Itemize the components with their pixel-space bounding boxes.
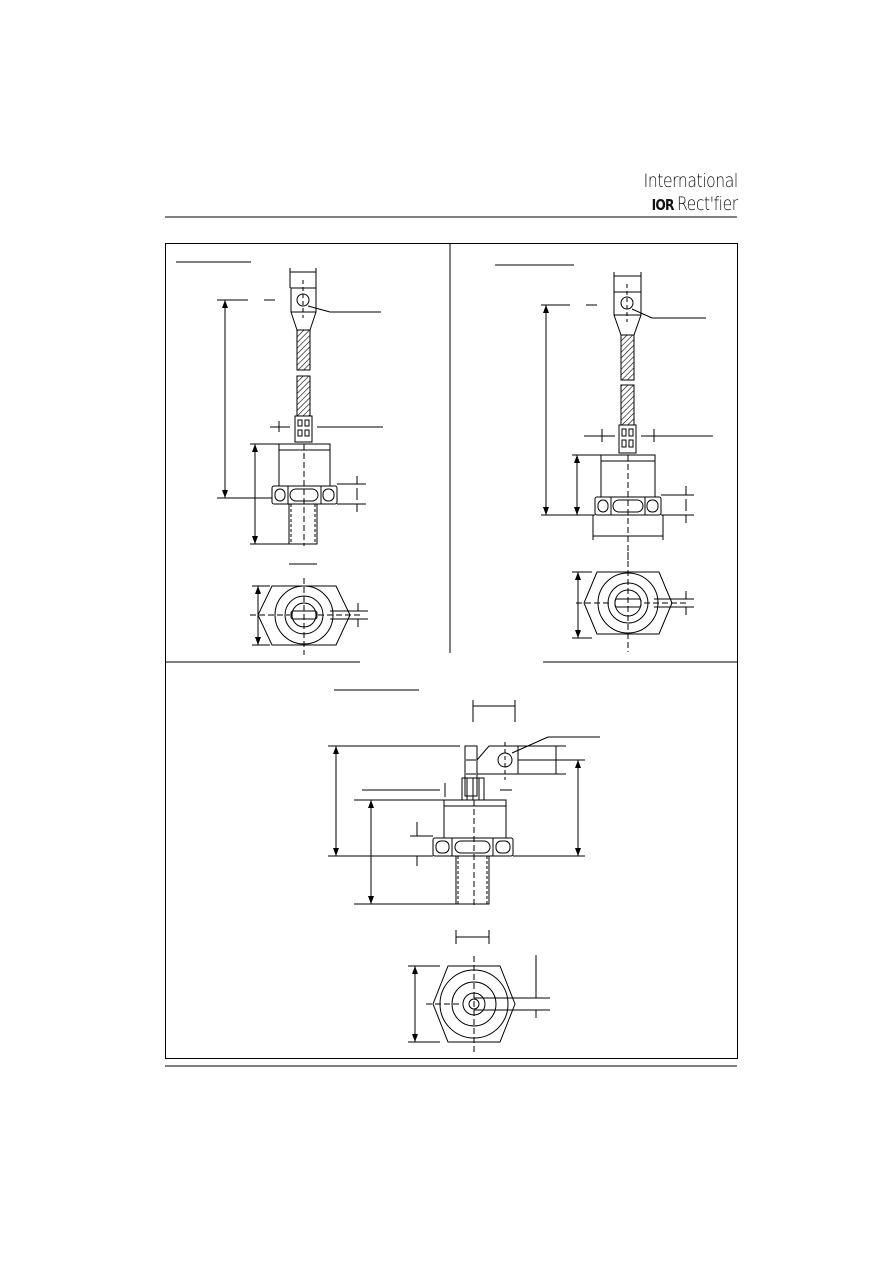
logo-text-rectifier-word: Rect'fier — [677, 193, 738, 215]
ior-logo-mark: IOR — [651, 196, 675, 214]
dimension-arrowheads — [222, 300, 581, 1042]
drawing-2-bottom-view — [572, 552, 694, 652]
drawing-3-bottom-view — [408, 955, 550, 1052]
drawing-3-side-view — [328, 700, 600, 944]
drawing-1-bottom-view — [250, 578, 368, 655]
logo-text-international: International — [643, 170, 739, 192]
drawing-2-side-view — [541, 272, 713, 560]
drawing-1-side-view — [217, 268, 383, 565]
drawing-frame — [165, 243, 738, 1059]
